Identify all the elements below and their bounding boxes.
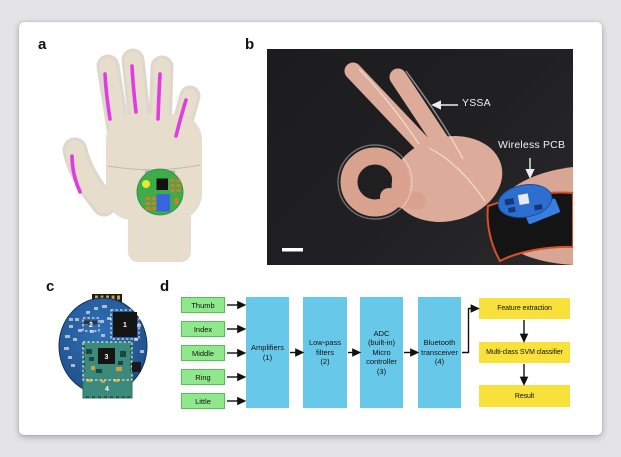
output-box-svm-classifier: Multi-class SVM classifier bbox=[479, 342, 570, 363]
panel-d-label: d bbox=[160, 278, 170, 295]
panel-c-label: c bbox=[46, 278, 55, 295]
ok-gesture-loop bbox=[340, 147, 410, 217]
input-box-index: Index bbox=[181, 321, 225, 337]
block-bluetooth-transceiver: Bluetooth transceiver (4) bbox=[418, 297, 461, 408]
scale-bar bbox=[282, 248, 303, 252]
panel-b-label: b bbox=[245, 36, 255, 53]
photo-panel-b: YSSA Wireless PCB bbox=[267, 49, 573, 265]
photo-fingers bbox=[344, 62, 458, 163]
input-box-thumb: Thumb bbox=[181, 297, 225, 313]
block-lowpass-filters: Low-pass filters (2) bbox=[303, 297, 347, 408]
block-amplifiers: Amplifiers (1) bbox=[246, 297, 289, 408]
wireless-pcb bbox=[497, 184, 560, 225]
yssa-annotation: YSSA bbox=[462, 97, 491, 109]
wireless-pcb-annotation: Wireless PCB bbox=[498, 139, 566, 151]
photo-hand-illustration bbox=[282, 62, 573, 265]
output-box-result: Result bbox=[479, 385, 570, 407]
input-box-little: Little bbox=[181, 393, 225, 409]
input-box-middle: Middle bbox=[181, 345, 225, 361]
block-adc-microcontroller: ADC (built-in) Micro controller (3) bbox=[360, 297, 403, 408]
input-box-ring: Ring bbox=[181, 369, 225, 385]
panel-a-label: a bbox=[38, 36, 47, 53]
output-box-feature-extraction: Feature extraction bbox=[479, 298, 570, 319]
